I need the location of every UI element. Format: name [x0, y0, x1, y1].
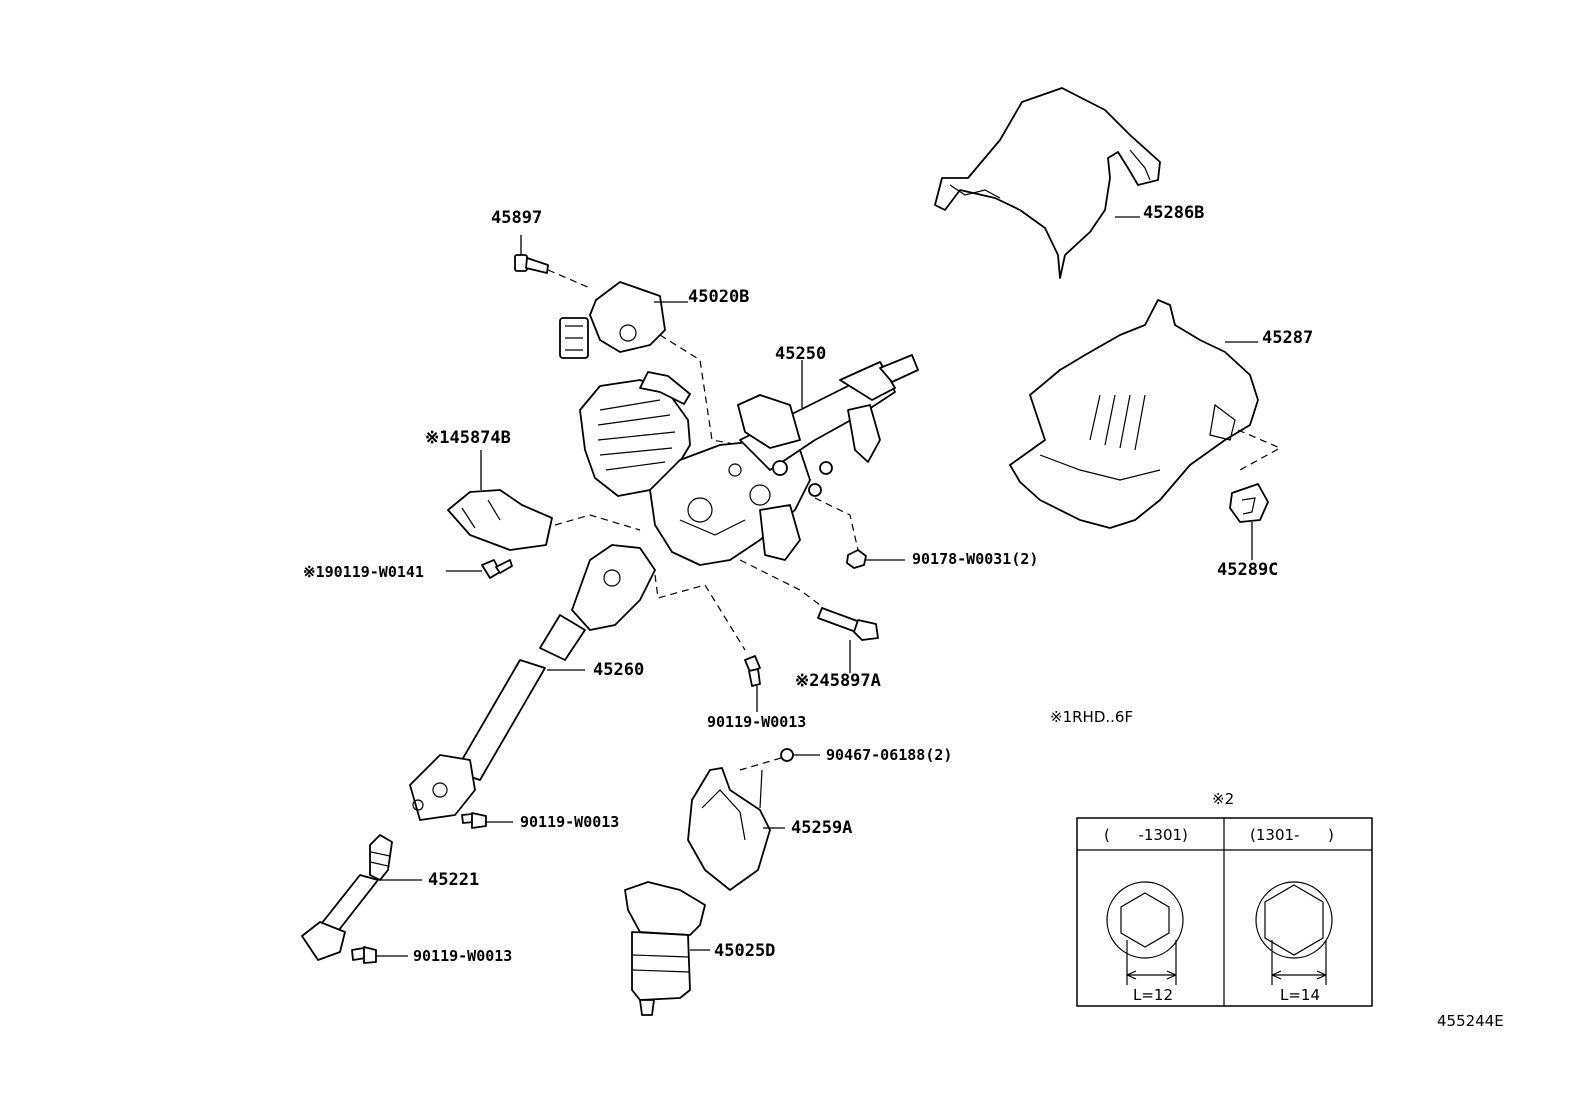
label-45287: 45287 — [1262, 328, 1313, 348]
label-45874b: ※145874B — [425, 428, 511, 448]
inset-col2-header: (1301- ) — [1250, 826, 1334, 844]
boot-45025d — [624, 881, 710, 1016]
note-rhd: ※1RHD..6F — [1050, 708, 1133, 726]
lock-assembly-45020b — [559, 281, 741, 446]
label-45259a: 45259A — [791, 818, 852, 838]
label-45260: 45260 — [593, 660, 644, 680]
bolt-90119-w0013-a — [744, 655, 761, 712]
label-45250: 45250 — [775, 344, 826, 364]
bolt-45897 — [514, 235, 591, 289]
label-90119-w0141: ※190119-W0141 — [303, 563, 424, 581]
label-45897a: ※245897A — [795, 671, 881, 691]
inset-col2-dim: L=14 — [1280, 986, 1320, 1004]
lower-column-cover-45287 — [1009, 299, 1282, 529]
inset-col1-header: ( -1301) — [1104, 826, 1188, 844]
label-45286b: 45286B — [1143, 203, 1204, 223]
label-45221: 45221 — [428, 870, 479, 890]
shaft-45221 — [301, 834, 422, 961]
bolt-90119-w0141 — [446, 559, 513, 579]
bolt-90119-w0013-c — [351, 946, 408, 964]
steering-column-45250 — [579, 354, 919, 606]
label-90119-w0013-a: 90119-W0013 — [707, 713, 806, 731]
inset-table — [1076, 817, 1373, 1007]
label-90467: 90467-06188(2) — [826, 746, 952, 764]
label-45025d: 45025D — [714, 941, 775, 961]
bracket-45874b — [447, 450, 641, 551]
bolt-45897a — [817, 607, 879, 673]
figure-id: 455244E — [1437, 1012, 1504, 1030]
upper-column-cover-45286b — [934, 87, 1161, 279]
label-45897: 45897 — [491, 208, 542, 228]
inset-col1-dim: L=12 — [1133, 986, 1173, 1004]
label-45289c: 45289C — [1217, 560, 1278, 580]
clip-90467 — [739, 748, 820, 771]
label-45020b: 45020B — [688, 287, 749, 307]
label-90178: 90178-W0031(2) — [912, 550, 1038, 568]
inset-title: ※2 — [1212, 790, 1234, 808]
intermediate-shaft-45260 — [409, 544, 746, 821]
label-90119-w0013-b: 90119-W0013 — [520, 813, 619, 831]
cover-45259a — [687, 767, 785, 891]
label-90119-w0013-c: 90119-W0013 — [413, 947, 512, 965]
nut-90178 — [846, 549, 905, 569]
bolt-90119-w0013-b — [461, 812, 513, 829]
cap-45289c — [1229, 483, 1269, 560]
